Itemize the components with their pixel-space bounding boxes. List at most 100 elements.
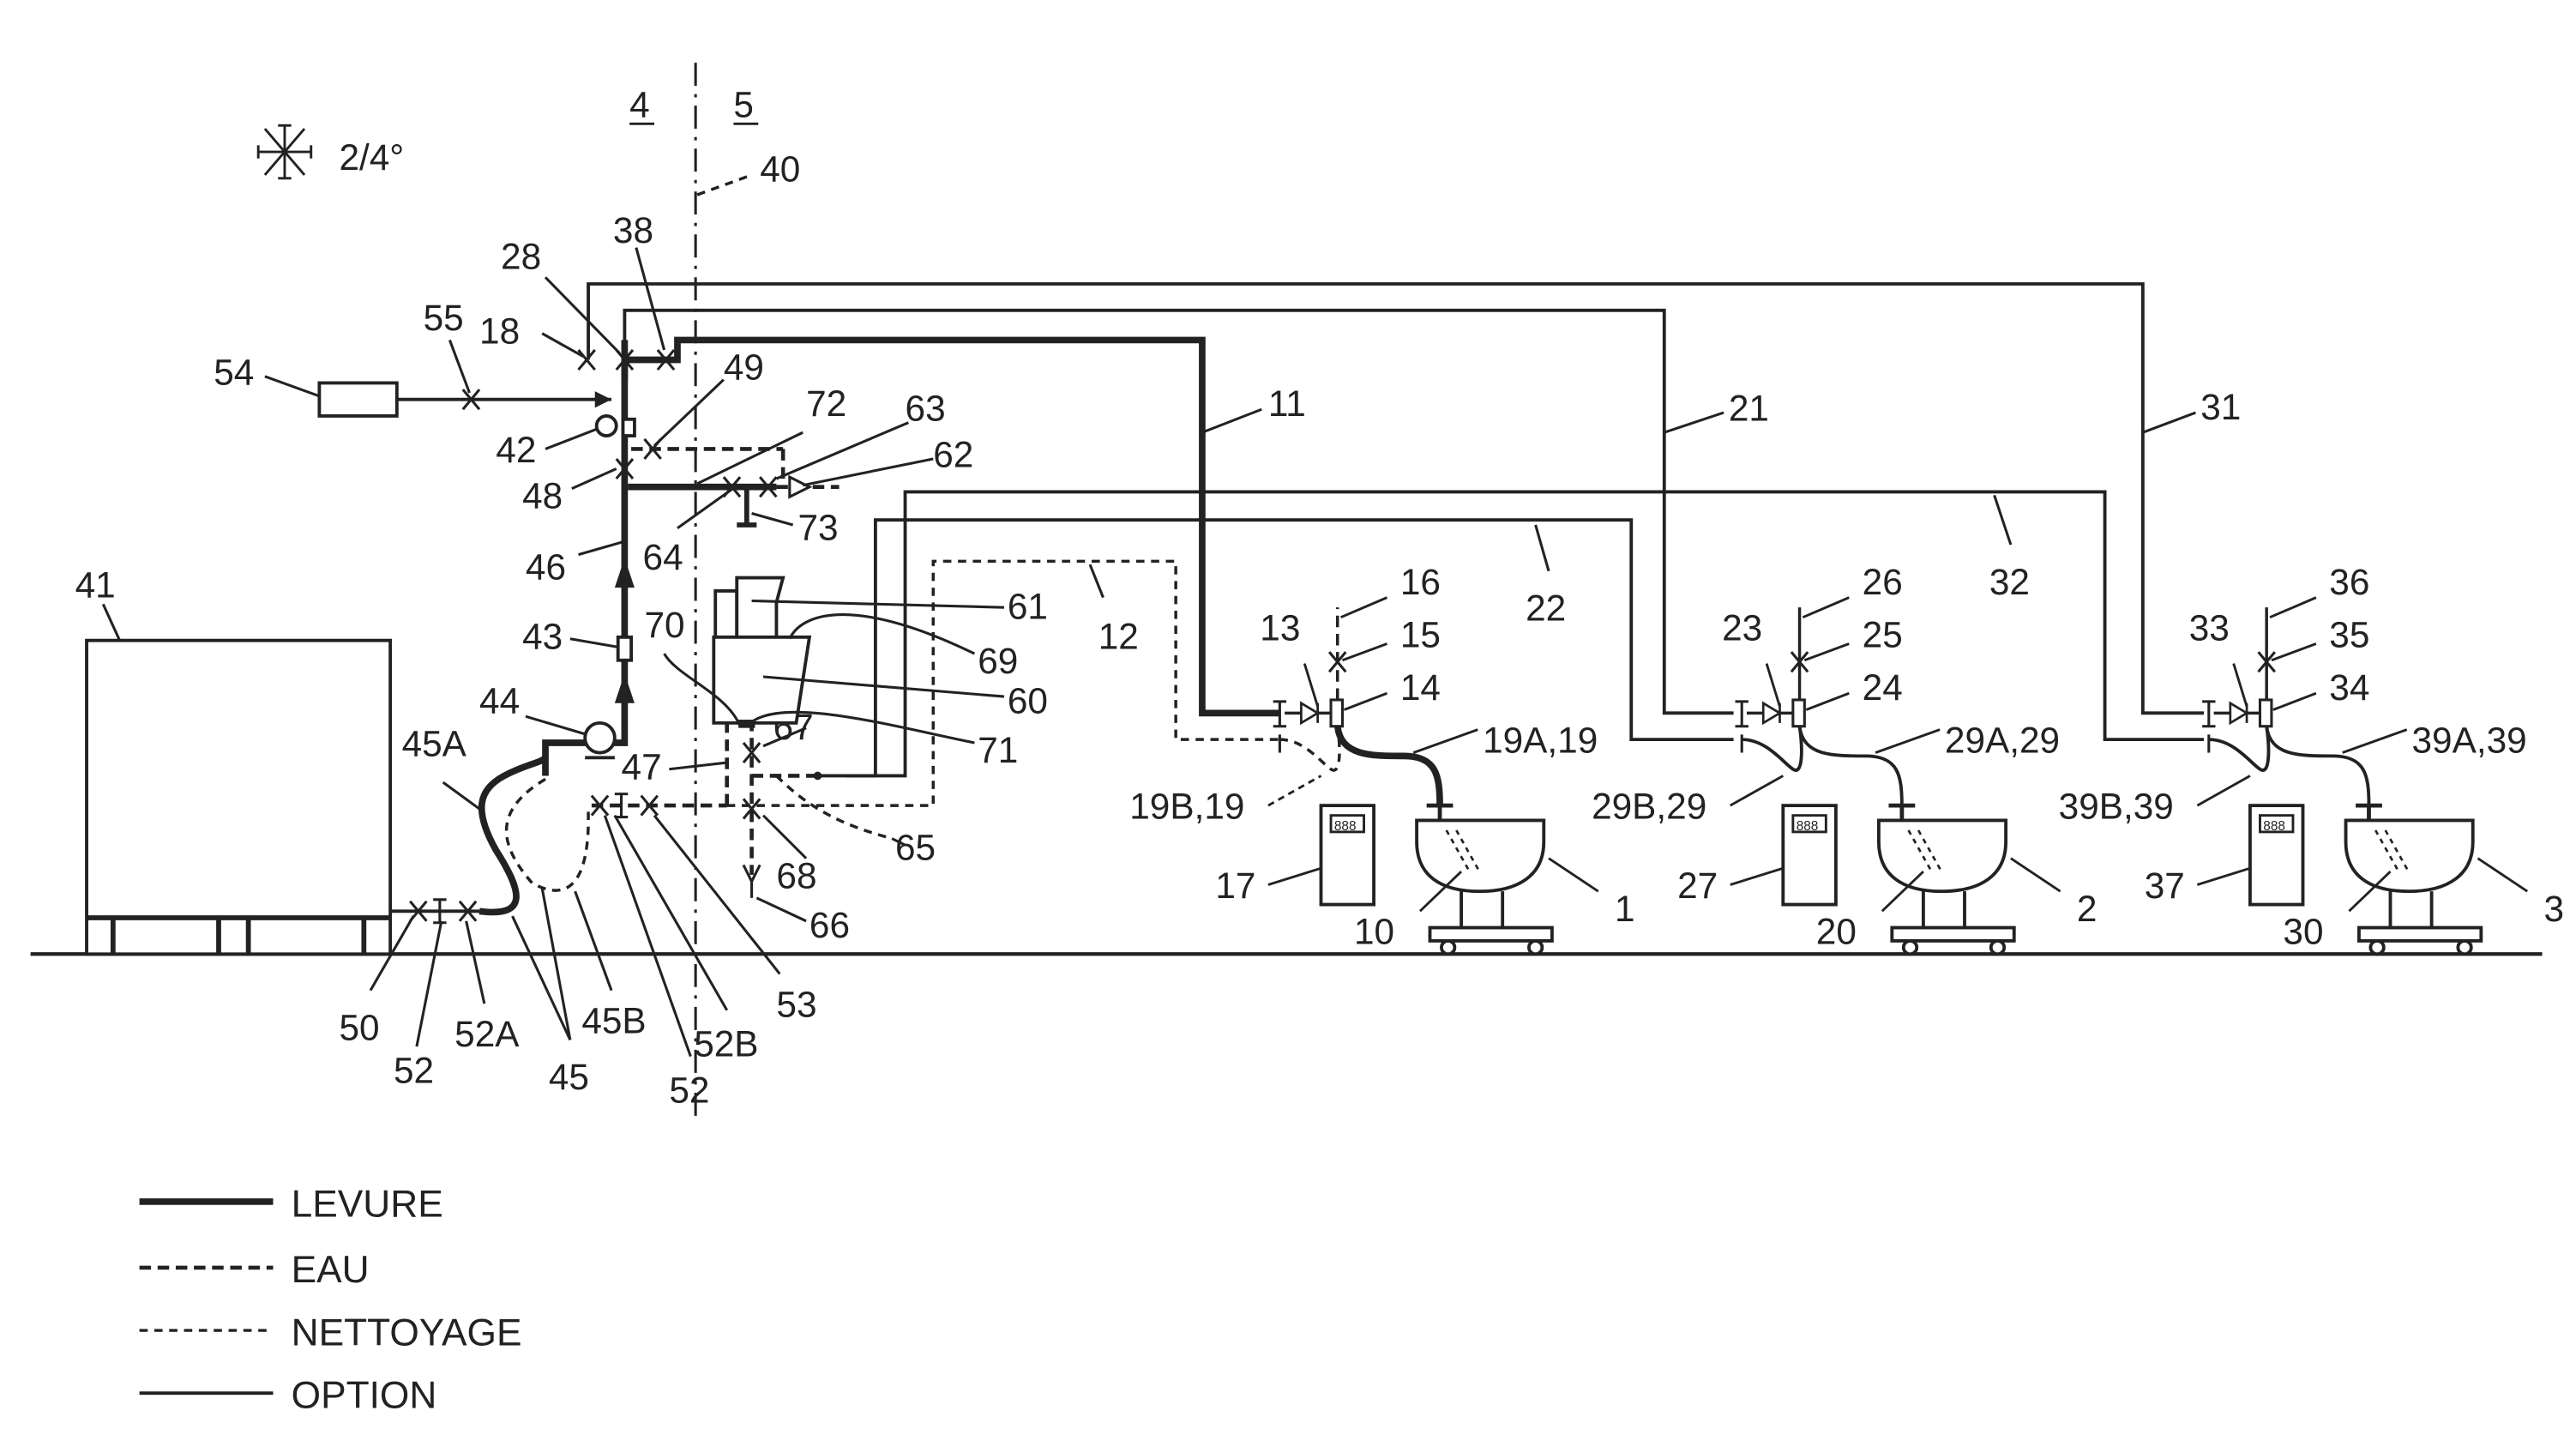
leader-line (1548, 857, 1599, 893)
hose-b-label: 29B,29 (1592, 787, 1706, 827)
valve-49-label: 49 (724, 347, 764, 388)
air-unit-label: 54 (214, 352, 254, 392)
valve-38-label: 38 (613, 210, 653, 250)
controller-display-text: 888 (1797, 819, 1819, 834)
tool-label: 20 (1816, 912, 1857, 952)
connector-icon (1735, 700, 1748, 728)
mixer-bowl-icon (1415, 818, 1546, 894)
line-72-label: 72 (806, 383, 846, 424)
pump-icon (583, 720, 617, 755)
hose-a-label: 19A,19 (1483, 720, 1598, 761)
cleaning-line-12 (726, 559, 1280, 807)
valve-48-label: 48 (522, 476, 563, 516)
storage-tank (85, 638, 393, 956)
valve-a-label: 23 (1722, 608, 1762, 648)
leader-line (2272, 691, 2317, 711)
mixer-inlet-icon (1426, 803, 1454, 819)
valve-48-icon (615, 457, 635, 480)
air-valve-icon (461, 389, 481, 411)
valve-63-icon (759, 476, 778, 498)
valve-28-label: 28 (501, 237, 541, 277)
hose-69 (788, 613, 976, 655)
valve-35-icon (2257, 651, 2276, 673)
hose-70 (663, 653, 742, 727)
hose-a-label: 39A,39 (2412, 720, 2527, 761)
leader-line (1343, 691, 1387, 711)
leader-line (1267, 866, 1321, 886)
flow-arrow-icon (614, 558, 635, 588)
leader-line (2269, 596, 2317, 619)
mixing-tool-icon (1907, 829, 1943, 872)
line-32-label: 32 (1989, 562, 2030, 602)
flowmeter-icon (616, 635, 634, 662)
hose-b-label: 19B,19 (1129, 787, 1244, 827)
mixer-stand (1921, 891, 1966, 928)
leader-line (1803, 642, 1850, 662)
connector-icon (2202, 700, 2216, 728)
hose-45b-label: 45B (581, 1001, 646, 1041)
controller-label: 27 (1677, 865, 1718, 906)
hose-45b (505, 777, 590, 892)
leader-line (1730, 775, 1785, 807)
tee-14-icon (1329, 698, 1345, 728)
leader-line (2271, 642, 2317, 662)
mixer-cart (1428, 925, 1554, 943)
valve-b-label: 15 (1400, 614, 1441, 654)
mixer-label: 3 (2543, 889, 2564, 929)
leader-line (2010, 857, 2061, 893)
mixer-bowl-icon (2344, 818, 2475, 894)
hose-b (1279, 726, 1341, 772)
wheel-icon (1989, 938, 2007, 956)
leader-line (2196, 775, 2251, 807)
valve-15-icon (1327, 651, 1347, 673)
hose-a (1797, 726, 1904, 806)
tool-label: 10 (1354, 912, 1394, 952)
leader-line (1881, 871, 1924, 913)
valve-a-label: 33 (2189, 608, 2230, 648)
cleaning-valve-icon (590, 793, 659, 819)
flowmeter-label: 43 (522, 616, 563, 656)
controller-display (1329, 814, 1365, 834)
leader-line (1418, 871, 1463, 913)
valve-b-label: 35 (2329, 614, 2369, 654)
valve-52-label: 52 (394, 1050, 434, 1090)
valve-50-label: 50 (339, 1007, 379, 1047)
separator-label: 40 (760, 149, 800, 190)
hose-45-label: 45 (549, 1057, 589, 1097)
leader-line (1342, 642, 1387, 662)
mixer-inlet-icon (1888, 803, 1916, 819)
line-21-label: 21 (1729, 389, 1769, 429)
tee-34-icon (2258, 698, 2273, 728)
inlet-label: 36 (2329, 562, 2369, 602)
line-22-label: 22 (1526, 588, 1566, 629)
controller-display-text: 888 (1334, 819, 1357, 834)
check-valve-62-icon (788, 474, 813, 499)
sensor-icon (594, 414, 618, 437)
zone-label-4: 4 (629, 85, 650, 125)
line-12-label: 12 (1098, 616, 1139, 656)
tee-24-icon (1791, 698, 1806, 728)
drain-66-label: 66 (810, 905, 850, 945)
line-47-label: 47 (622, 746, 662, 787)
valve-52b-label: 52B (694, 1024, 758, 1064)
tee-label: 24 (1863, 667, 1903, 708)
line-11-label: 11 (1268, 383, 1306, 424)
valve-25-icon (1790, 651, 1809, 673)
mixer-inlet-icon (2356, 803, 2382, 819)
valve-68-label: 68 (776, 855, 816, 895)
line-65-label: 65 (895, 828, 936, 868)
hose-45a (478, 755, 549, 916)
snowflake-icon (256, 124, 313, 180)
leader-line (2477, 857, 2529, 893)
valve-a-label: 13 (1260, 608, 1300, 648)
valve-52a-label: 52A (454, 1014, 520, 1054)
inlet-label: 26 (1863, 562, 1903, 602)
hose-a (2265, 726, 2371, 806)
valve-53-label: 53 (776, 984, 816, 1024)
leader-line (1303, 663, 1320, 708)
tank-valve-icon (409, 898, 478, 925)
line-65 (775, 775, 893, 841)
